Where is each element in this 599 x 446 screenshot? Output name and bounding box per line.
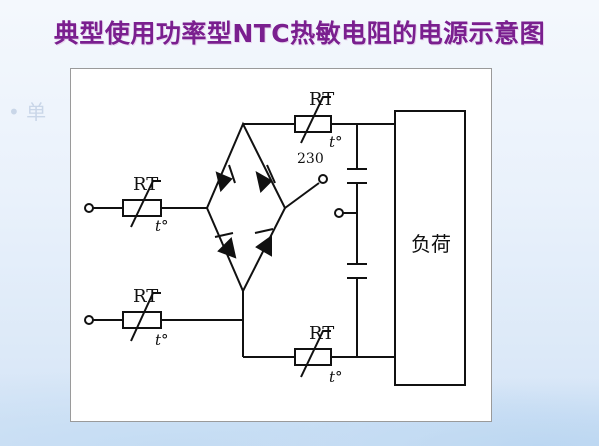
diode-lower-right xyxy=(255,235,272,257)
circuit-diagram-svg: RT t° RT t° RT t° RT t° 230 负荷 xyxy=(84,89,466,386)
slide-title: 典型使用功率型NTC热敏电阻的电源示意图 xyxy=(53,19,546,48)
rt1-label: RT xyxy=(133,174,158,195)
load-label: 负荷 xyxy=(411,232,451,256)
circuit-figure: RT t° RT t° RT t° RT t° 230 负荷 xyxy=(70,68,492,422)
rt3-label: RT xyxy=(309,89,334,110)
rt3-temp-label: t° xyxy=(329,133,343,151)
switch-contact-upper xyxy=(318,174,328,184)
rt2-temp-arrow xyxy=(130,292,161,342)
switch-arm xyxy=(284,182,320,209)
rt4-temp-label: t° xyxy=(329,368,343,386)
diode-upper-left-bar xyxy=(228,164,236,184)
switch-230-label: 230 xyxy=(297,151,324,167)
input-terminal-top xyxy=(84,203,94,213)
diode-lower-left xyxy=(217,237,237,259)
rt2-body xyxy=(122,311,162,329)
diode-upper-right-bar xyxy=(266,164,276,184)
load-box xyxy=(394,110,466,386)
rt4-label: RT xyxy=(309,323,334,344)
rt3-temp-arrow xyxy=(300,96,331,144)
diode-upper-left xyxy=(215,171,233,193)
bridge-diamond xyxy=(205,121,287,294)
switch-contact-lower xyxy=(334,208,344,218)
rt1-temp-label: t° xyxy=(155,217,169,235)
rt4-temp-arrow xyxy=(300,330,331,378)
diode-lower-left-bar xyxy=(214,232,234,238)
rt2-label: RT xyxy=(133,286,158,307)
diode-lower-right-bar xyxy=(254,228,274,234)
input-terminal-bottom xyxy=(84,315,94,325)
diode-upper-right xyxy=(255,171,273,193)
rt2-temp-label: t° xyxy=(155,331,169,349)
bullet-text-partial: • 单 xyxy=(8,100,47,124)
rt1-temp-arrow xyxy=(130,180,161,228)
